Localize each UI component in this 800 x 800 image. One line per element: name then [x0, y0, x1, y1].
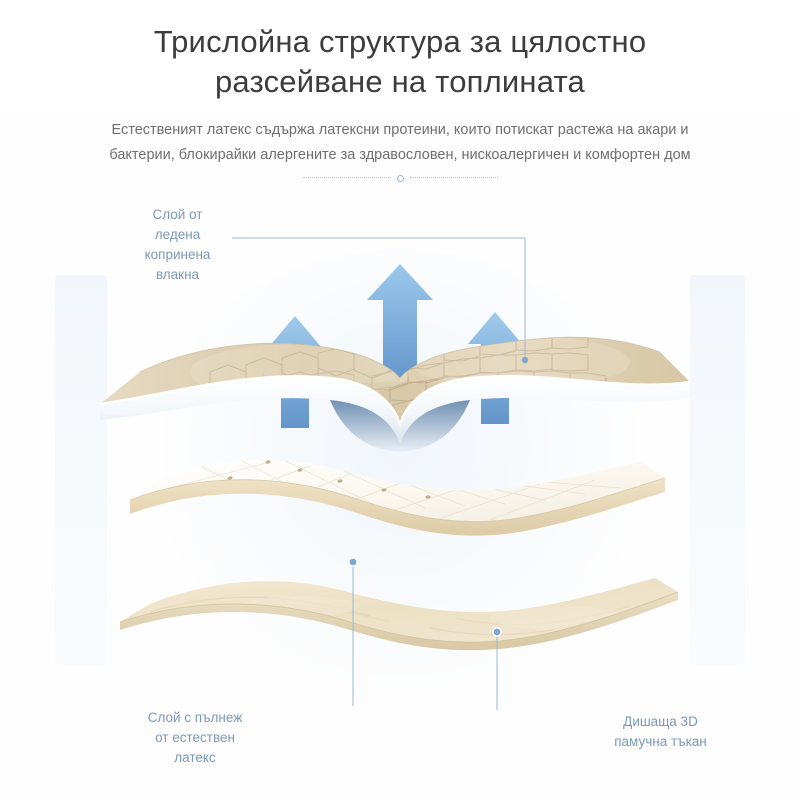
- divider: [300, 172, 500, 184]
- label-3d-cotton: Дишаща 3D памучна тъкан: [614, 714, 707, 749]
- callout-point-latex: [347, 556, 358, 567]
- divider-circle-icon: [396, 174, 404, 182]
- layer-breathable-3d-cotton: [119, 578, 679, 651]
- page-title: Трислойна структура за цялостно разсейва…: [153, 24, 647, 99]
- layer-natural-latex: [129, 459, 666, 536]
- callout-point-ice-silk: [521, 356, 529, 364]
- label-ice-silk-fiber: Слой от ледена копринена влакна: [144, 207, 211, 282]
- background-panel-right: [690, 275, 745, 665]
- page-subtitle: Естественият латекс съдържа латексни про…: [109, 122, 691, 163]
- callout-point-cotton: [491, 626, 502, 637]
- divider-line-left: [302, 177, 391, 179]
- label-natural-latex: Слой с пълнеж от естествен латекс: [147, 710, 243, 765]
- background-panel-left: [55, 275, 107, 665]
- divider-line-right: [409, 177, 498, 179]
- layer-ice-silk-fiber: [99, 336, 691, 452]
- callout-leader-lines: [232, 237, 526, 710]
